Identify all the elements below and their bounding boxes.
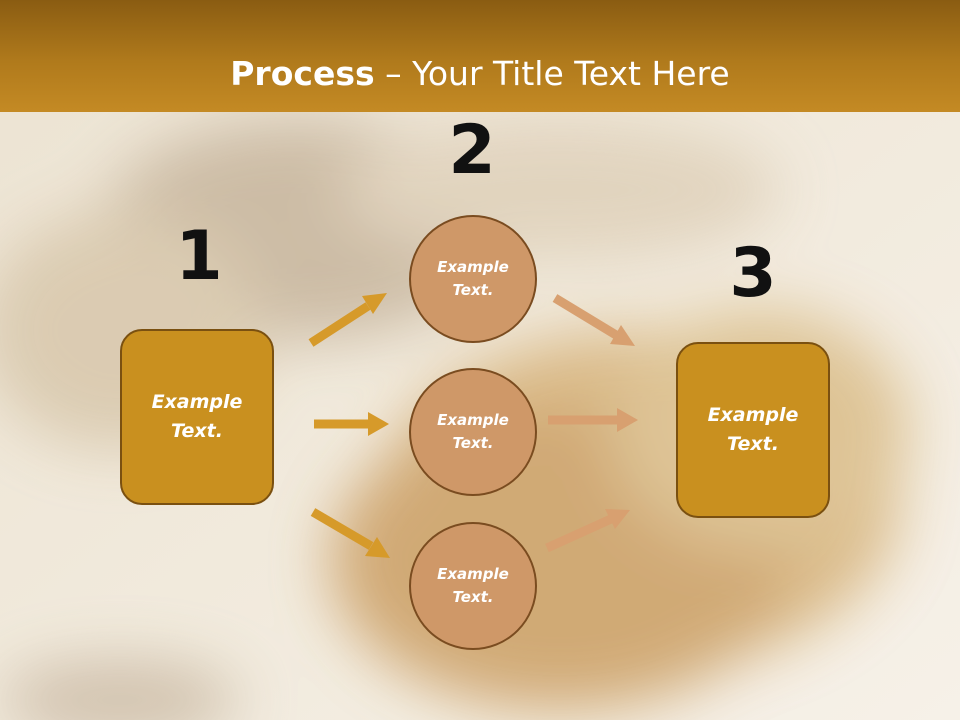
circle-middle: Example Text.	[409, 368, 537, 496]
title-bold: Process	[230, 54, 375, 93]
step-1-text: Example Text.	[151, 391, 243, 442]
title-bar	[0, 0, 960, 112]
arrow-to-bottom	[310, 508, 390, 558]
circle-top-text: Example Text.	[437, 258, 509, 299]
circle-middle-text: Example Text.	[437, 411, 509, 452]
circle-bottom: Example Text.	[409, 522, 537, 650]
step-number-1: 1	[175, 217, 223, 296]
step-3-box: Example Text.	[676, 342, 830, 518]
step-3-text: Example Text.	[707, 404, 799, 455]
arrow-from-bottom	[545, 509, 630, 553]
step-number-3: 3	[729, 234, 777, 313]
step-number-2: 2	[448, 111, 496, 190]
circle-bottom-text: Example Text.	[437, 565, 509, 606]
arrow-from-middle	[548, 408, 638, 432]
arrow-to-middle	[314, 412, 389, 436]
step-1-box: Example Text.	[120, 329, 274, 505]
arrow-to-top	[308, 293, 387, 347]
circle-top: Example Text.	[409, 215, 537, 343]
title-rest: – Your Title Text Here	[374, 54, 730, 93]
slide-title: Process – Your Title Text Here	[0, 52, 960, 96]
arrow-from-top	[552, 294, 635, 346]
